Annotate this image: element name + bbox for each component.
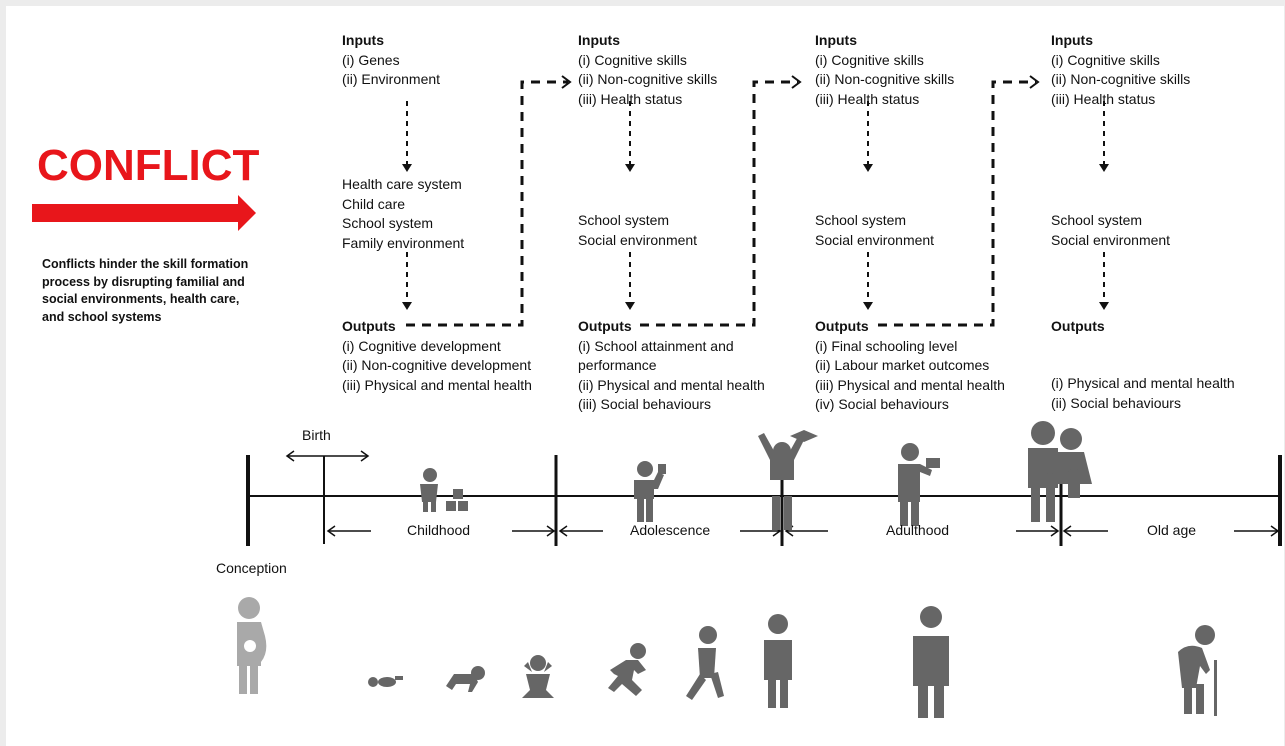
toddler-with-blocks-icon xyxy=(420,468,468,512)
input-item: (i) Cognitive skills xyxy=(578,51,687,68)
conflict-title: CONFLICT xyxy=(37,141,260,190)
column-2-systems: School system Social environment xyxy=(578,211,697,250)
inputs-title: Inputs xyxy=(578,32,620,48)
output-item: (i) School attainment and xyxy=(578,337,734,354)
system-item: School system xyxy=(342,215,434,231)
column-3-systems: School system Social environment xyxy=(815,211,934,250)
graduate-icon xyxy=(758,430,818,530)
input-item: (i) Genes xyxy=(342,51,400,68)
input-item: (ii) Non-cognitive skills xyxy=(1051,71,1191,87)
output-item: (i) Cognitive development xyxy=(342,337,501,354)
system-item: School system xyxy=(815,212,907,228)
system-item: Social environment xyxy=(1051,231,1171,248)
inputs-title: Inputs xyxy=(815,32,857,48)
adult-man-icon xyxy=(913,606,949,718)
column-1-systems: Health care system Child care School sys… xyxy=(342,175,464,253)
teen-reading-icon xyxy=(634,461,666,522)
output-item: (i) Physical and mental health xyxy=(1051,375,1235,391)
column-3-outputs: Outputs (i) Final schooling level (ii) L… xyxy=(815,317,1005,415)
input-item: (iii) Health status xyxy=(578,90,683,107)
output-item: (ii) Labour market outcomes xyxy=(815,357,990,373)
inputs-title: Inputs xyxy=(1051,32,1093,48)
life-course-figures xyxy=(237,597,1217,718)
input-item: (iii) Health status xyxy=(1051,90,1156,107)
pregnancy-icon xyxy=(237,597,267,694)
family-icon xyxy=(1028,421,1092,522)
outputs-title: Outputs xyxy=(342,318,396,334)
output-item: (iii) Social behaviours xyxy=(578,396,712,412)
column-2-inputs: Inputs (i) Cognitive skills (ii) Non-cog… xyxy=(578,31,717,109)
input-item: (i) Cognitive skills xyxy=(1051,51,1160,68)
system-item: Health care system xyxy=(342,176,462,192)
output-item: (i) Final schooling level xyxy=(815,337,958,354)
adult-with-laptop-icon xyxy=(898,443,940,526)
input-item: (iii) Health status xyxy=(815,90,920,107)
walking-child-icon xyxy=(686,626,724,700)
input-item: (ii) Non-cognitive skills xyxy=(578,71,718,87)
outputs-title: Outputs xyxy=(815,318,869,334)
system-item: Social environment xyxy=(815,231,935,248)
stage-label: Old age xyxy=(1147,522,1197,538)
timeline xyxy=(246,421,1282,546)
inputs-title: Inputs xyxy=(342,32,384,48)
output-item: (iii) Physical and mental health xyxy=(342,376,532,393)
column-4-inputs: Inputs (i) Cognitive skills (ii) Non-cog… xyxy=(1051,31,1190,109)
sitting-baby-icon xyxy=(522,655,554,698)
input-item: (i) Cognitive skills xyxy=(815,51,924,68)
newborn-icon xyxy=(368,676,403,687)
input-item: (ii) Environment xyxy=(342,71,441,87)
conception-label: Conception xyxy=(216,560,287,576)
column-3-inputs: Inputs (i) Cognitive skills (ii) Non-cog… xyxy=(815,31,954,109)
input-item: (ii) Non-cognitive skills xyxy=(815,71,955,87)
stage-label: Adolescence xyxy=(630,522,711,538)
crawling-baby-icon xyxy=(446,666,485,692)
conflict-arrow xyxy=(32,195,256,231)
stage-label: Adulthood xyxy=(886,522,950,538)
column-1-inputs: Inputs (i) Genes (ii) Environment xyxy=(342,31,440,90)
column-1-outputs: Outputs (i) Cognitive development (ii) N… xyxy=(342,317,532,395)
system-item: Child care xyxy=(342,195,406,212)
outputs-title: Outputs xyxy=(1051,318,1105,334)
output-item: (ii) Non-cognitive development xyxy=(342,357,532,373)
column-2-outputs: Outputs (i) School attainment and perfor… xyxy=(578,317,765,415)
flow-connectors xyxy=(402,75,1109,327)
column-4-outputs-title: Outputs xyxy=(1051,317,1105,337)
output-item: (ii) Social behaviours xyxy=(1051,394,1181,411)
output-item: (iii) Physical and mental health xyxy=(815,376,1005,393)
running-child-icon xyxy=(608,643,646,696)
system-item: School system xyxy=(1051,212,1143,228)
output-item: performance xyxy=(578,357,657,373)
teenager-icon xyxy=(764,614,792,708)
output-item: (ii) Physical and mental health xyxy=(578,376,765,393)
diagram-panel: CONFLICT Conflicts hinder the skill form… xyxy=(6,6,1284,746)
system-item: Social environment xyxy=(578,231,698,248)
output-item: (iv) Social behaviours xyxy=(815,396,949,412)
system-item: School system xyxy=(578,212,670,228)
outputs-title: Outputs xyxy=(578,318,632,334)
column-4-systems: School system Social environment xyxy=(1051,211,1170,250)
conflict-description: Conflicts hinder the skill formation pro… xyxy=(42,257,249,324)
system-item: Family environment xyxy=(342,234,465,251)
birth-label: Birth xyxy=(302,427,331,443)
stage-label: Childhood xyxy=(407,522,471,538)
column-4-outputs: (i) Physical and mental health (ii) Soci… xyxy=(1051,374,1235,413)
elderly-with-cane-icon xyxy=(1178,625,1217,716)
